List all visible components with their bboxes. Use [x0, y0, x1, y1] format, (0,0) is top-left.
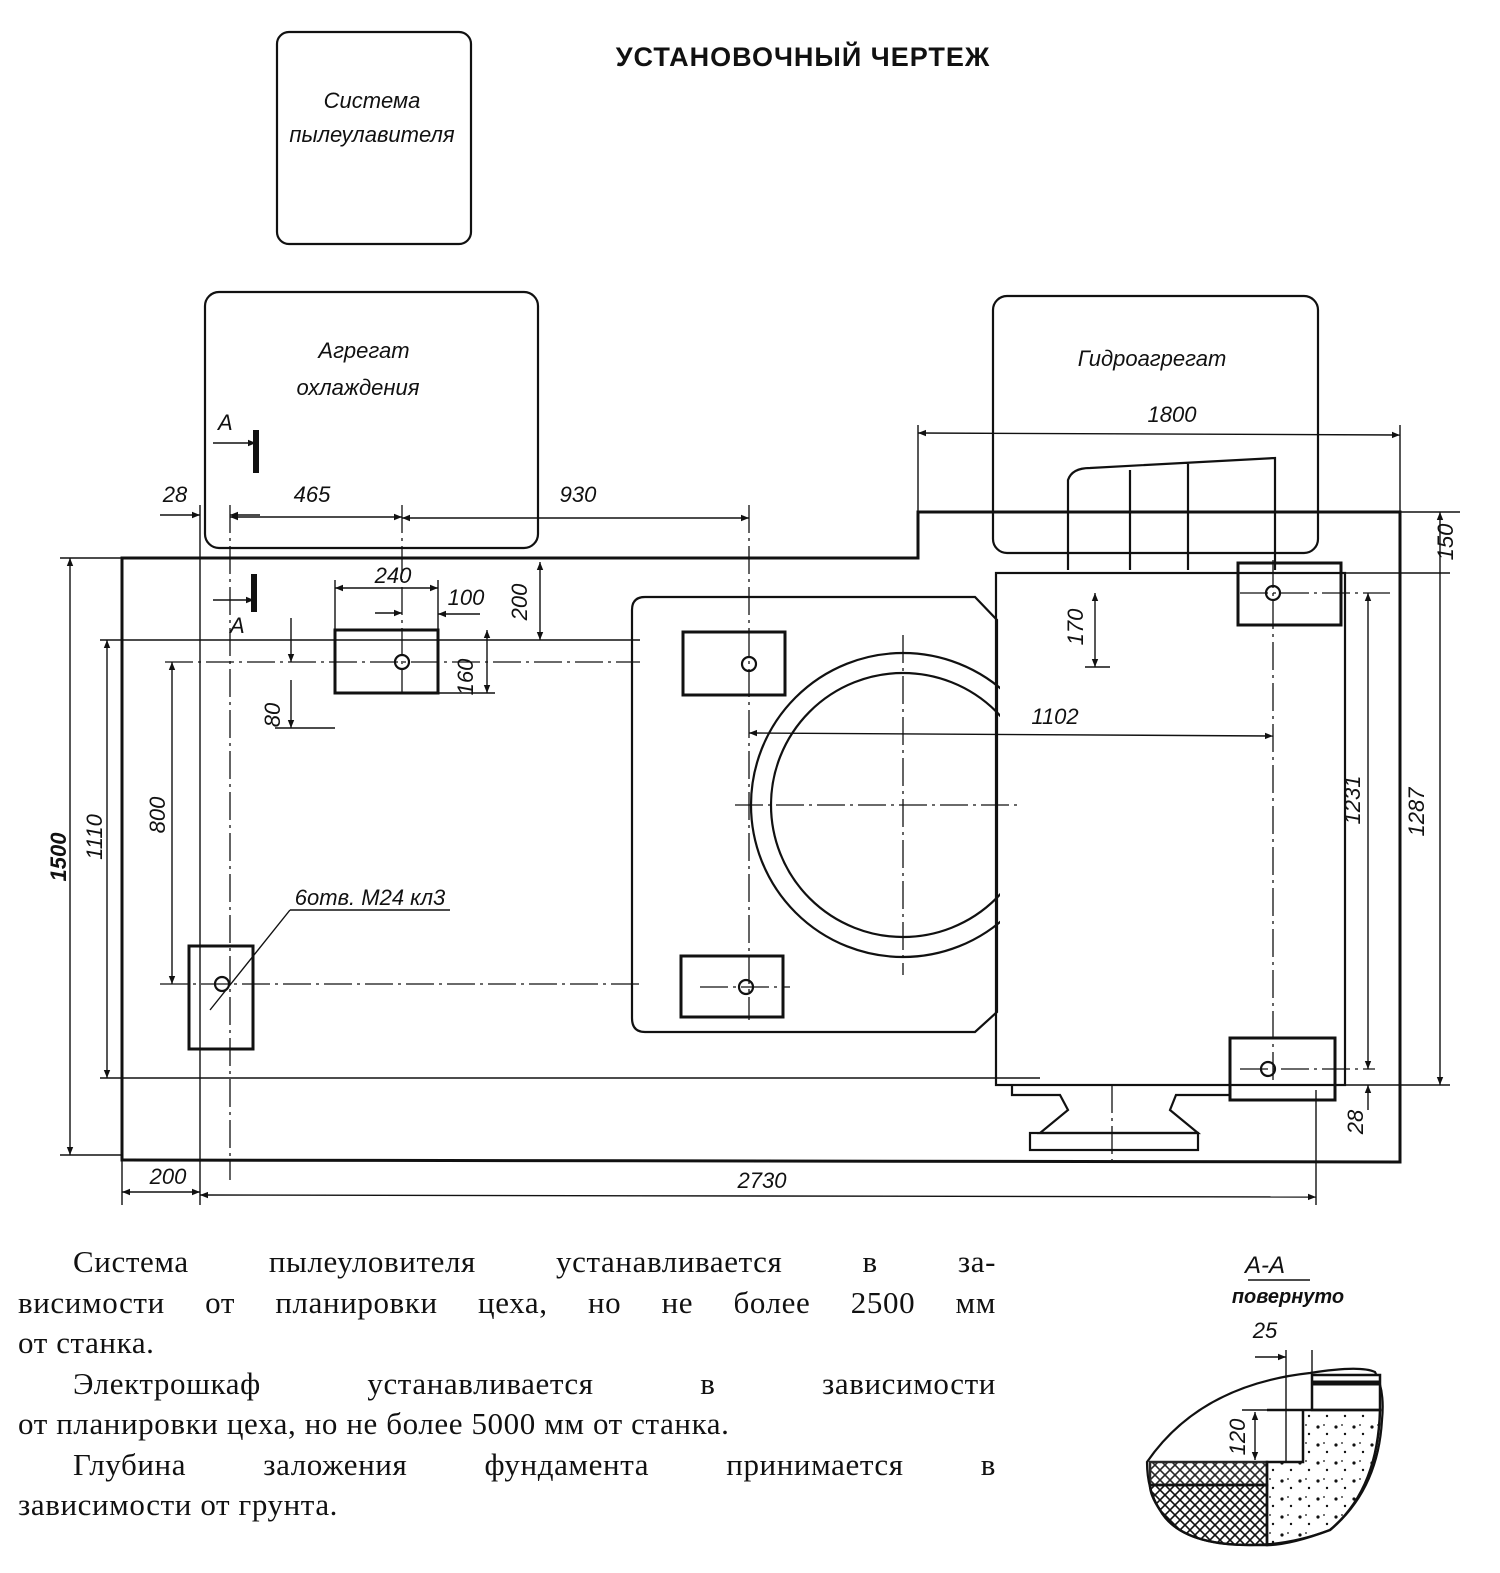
dust-collector-label-1: Система: [324, 88, 421, 113]
dim-200-vertical: 200: [507, 583, 532, 621]
column-block: [994, 571, 1347, 1087]
note-1-line-2: висимости от планировки цеха, но не боле…: [18, 1284, 996, 1320]
holes-note: 6отв. M24 кл3: [295, 885, 446, 910]
dust-collector-label-2: пылеулавителя: [289, 122, 455, 147]
dim-800: 800: [145, 796, 170, 833]
dim-1800: 1800: [1148, 402, 1198, 427]
dim-28-right: 28: [1343, 1109, 1368, 1135]
dim-930: 930: [560, 482, 597, 507]
hydraulic-unit-box: Гидроагрегат: [991, 294, 1320, 555]
dim-100: 100: [448, 585, 485, 610]
dim-1231: 1231: [1340, 776, 1365, 825]
dust-collector-box: Система пылеулавителя: [275, 30, 473, 246]
anchor-pad: [681, 630, 787, 697]
dim-200-bottom: 200: [149, 1164, 187, 1189]
section-subtitle: повернуто: [1232, 1286, 1344, 1308]
dim-80: 80: [260, 702, 285, 727]
dim-1110: 1110: [82, 813, 107, 859]
note-2-line-1: Электрошкаф устанавливается в зависимост…: [73, 1365, 996, 1401]
dim-1500: 1500: [46, 832, 71, 882]
anchor-pad: [187, 944, 255, 1051]
section-dim-25: 25: [1252, 1318, 1278, 1343]
cooling-unit-label-2: охлаждения: [296, 375, 419, 400]
anchor-pads: [187, 561, 1343, 1102]
section-mark-a-bottom: A: [228, 613, 245, 638]
dim-28-top: 28: [162, 482, 188, 507]
section-marks: A A: [213, 410, 259, 638]
note-3-line-2: зависимости от грунта.: [18, 1487, 339, 1522]
anchor-pad: [1236, 561, 1343, 627]
cooling-unit-box: Агрегат охлаждения: [203, 290, 540, 550]
section-title: A-A: [1243, 1252, 1285, 1279]
section-a-a: A-A повернуто 25 120: [1145, 1252, 1384, 1547]
note-1-line-1: Система пылеуловителя устанавливается в …: [73, 1244, 996, 1279]
note-3-line-1: Глубина заложения фундамента принимается…: [73, 1446, 996, 1482]
base-foot: [1010, 1085, 1230, 1135]
cooling-unit-label-1: Агрегат: [316, 338, 409, 363]
note-2-line-2: от планировки цеха, но не более 5000 мм …: [18, 1406, 730, 1441]
motor-block: [1066, 456, 1277, 570]
section-dim-120: 120: [1225, 1418, 1250, 1455]
note-1-line-3: от станка.: [18, 1325, 155, 1360]
dimension-lines: [66, 429, 1444, 1201]
dimension-labels: 28 465 930 1800 240 100 200 80 160 170 1…: [46, 402, 1458, 1193]
foundation-outline: [120, 510, 1402, 1164]
dim-150: 150: [1433, 523, 1458, 560]
section-mark-a-top: A: [216, 410, 233, 435]
dim-170: 170: [1063, 608, 1088, 645]
dim-465: 465: [294, 482, 331, 507]
dim-240: 240: [374, 563, 412, 588]
hydraulic-unit-label: Гидроагрегат: [1078, 346, 1227, 371]
dim-1102: 1102: [1031, 704, 1078, 729]
dim-1287: 1287: [1404, 787, 1429, 837]
center-lines: [60, 425, 1460, 1205]
dim-2730: 2730: [737, 1168, 788, 1193]
machine-bed: [630, 595, 999, 1034]
installation-notes: Система пылеуловителя устанавливается в …: [18, 1242, 996, 1526]
drawing-title: УСТАНОВОЧНЫЙ ЧЕРТЕЖ: [616, 41, 991, 72]
dim-160: 160: [453, 658, 478, 695]
